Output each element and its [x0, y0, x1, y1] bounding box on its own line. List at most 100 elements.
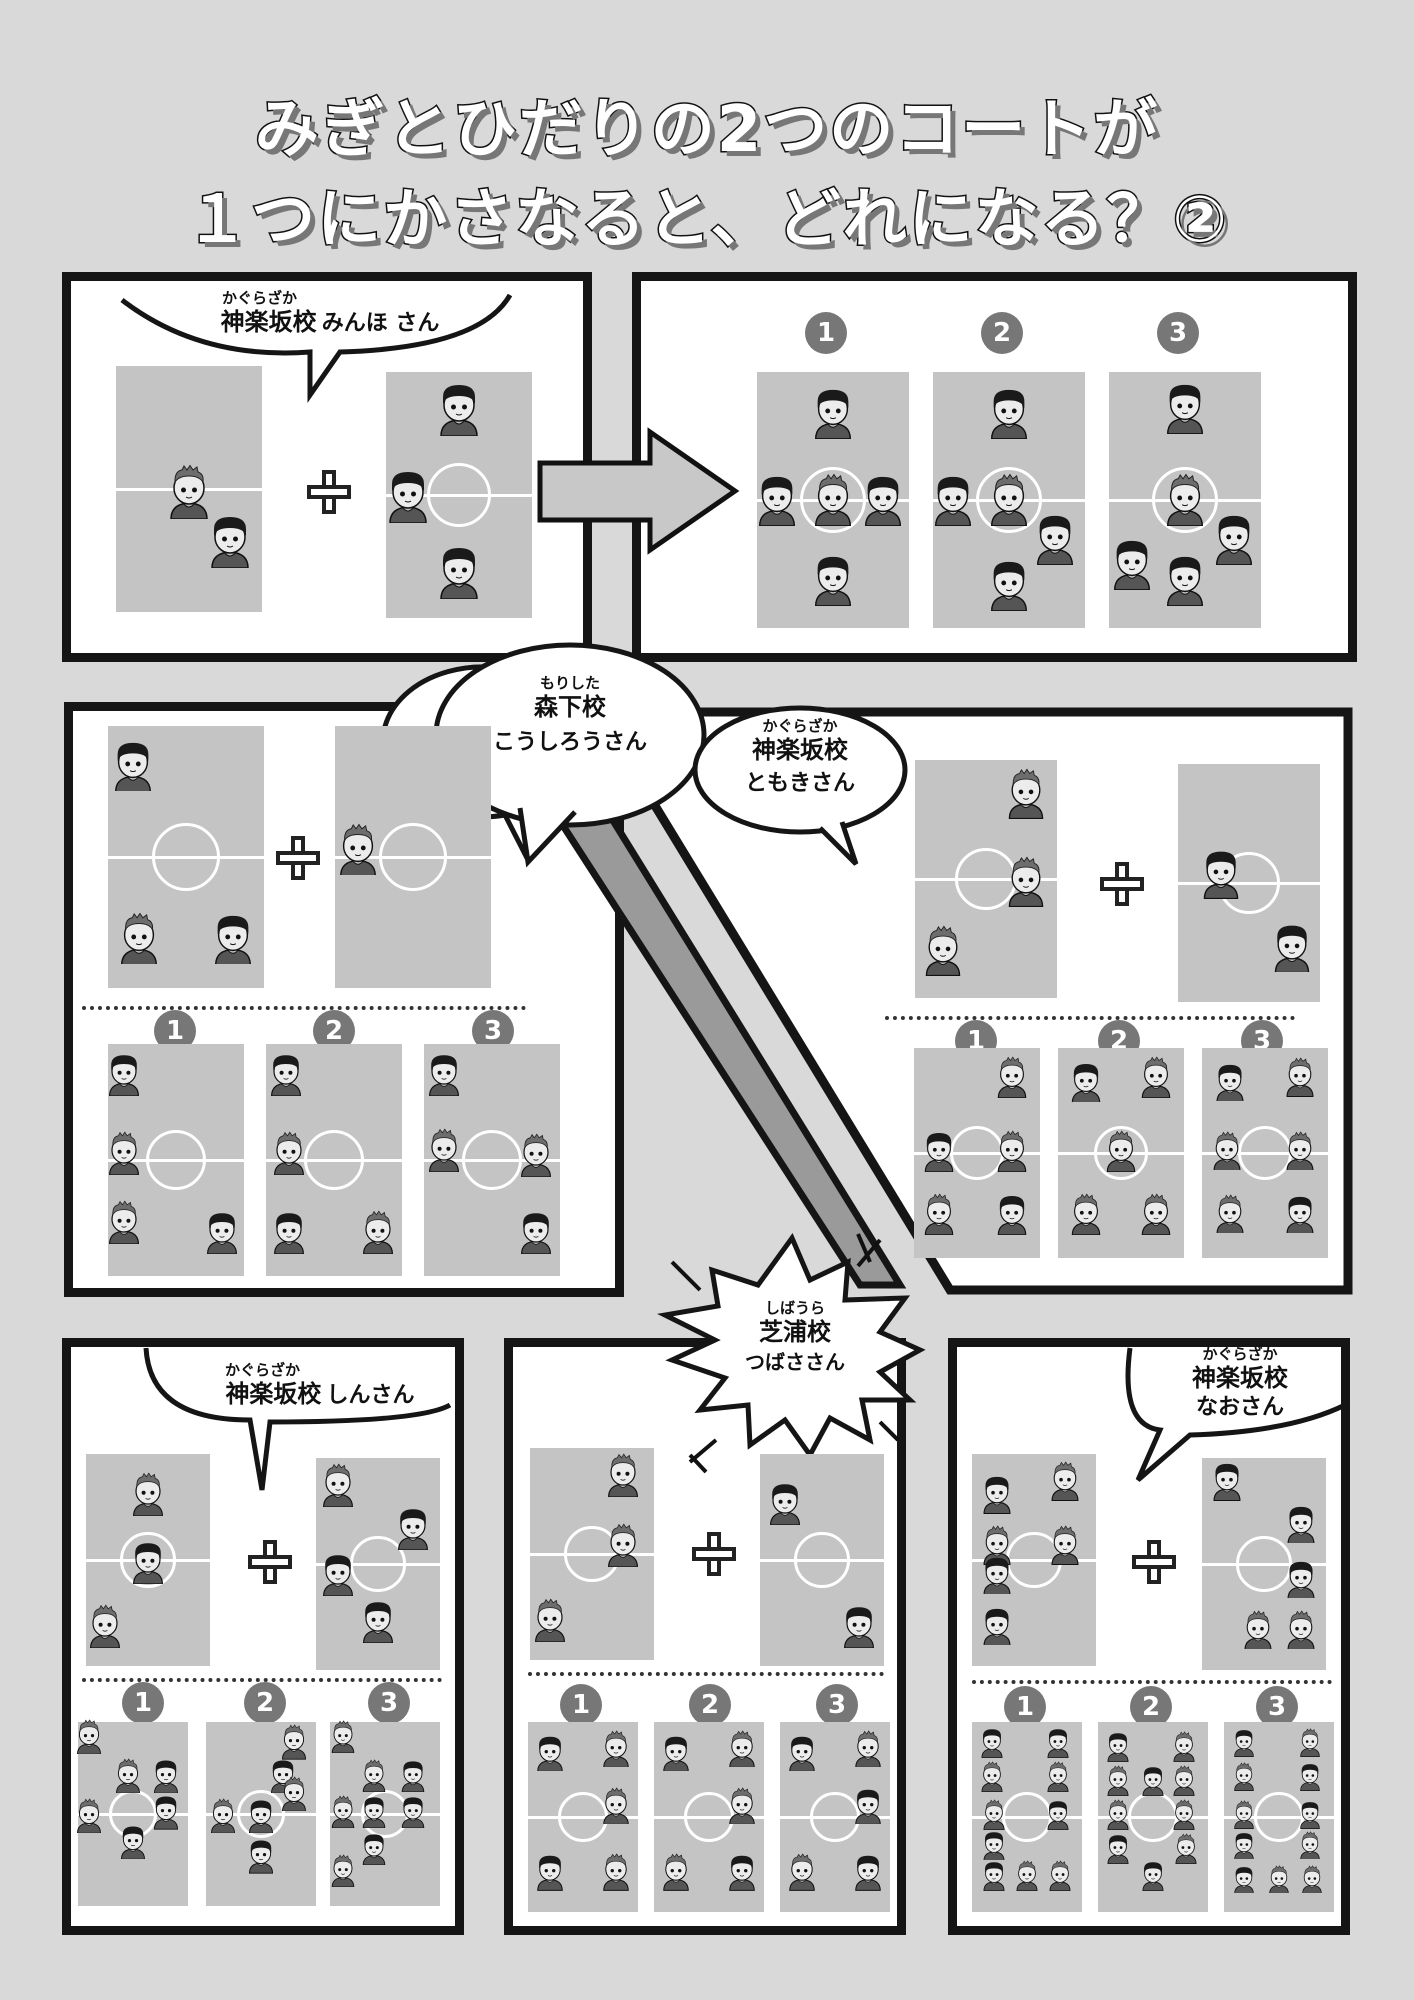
option-badge-1: 1 [560, 1684, 602, 1726]
child-icon [269, 1131, 309, 1175]
child-icon [1170, 1799, 1198, 1830]
option-badge-2: 2 [244, 1682, 286, 1724]
child-icon [725, 1853, 759, 1891]
child-icon [1013, 1860, 1041, 1891]
child-icon [851, 1787, 885, 1825]
child-icon [1231, 1865, 1257, 1894]
court-center-circle [1254, 1792, 1304, 1842]
bubble-2-ruby: もりした [539, 674, 600, 692]
child-icon [1047, 1525, 1083, 1565]
bubble-3-ellipse [692, 705, 908, 835]
child-icon [207, 1798, 239, 1834]
bubble-4-school: 神楽坂校 [225, 1380, 322, 1408]
child-icon [115, 912, 163, 965]
child-icon [112, 1757, 144, 1793]
court-center-circle [350, 1536, 406, 1592]
child-icon [985, 558, 1033, 611]
bubble-1-school: 神楽坂校 [220, 308, 317, 336]
plus-icon [307, 470, 351, 514]
child-icon [73, 1719, 105, 1755]
child-icon [1137, 1193, 1175, 1235]
child-icon [1297, 1728, 1323, 1757]
child-icon [269, 1210, 309, 1254]
arrow-right-icon [537, 427, 740, 555]
child-icon [753, 473, 801, 527]
divider-dotted [972, 1680, 1332, 1684]
child-icon [1139, 1860, 1167, 1891]
bubble-1-shape [120, 293, 513, 403]
plus-icon [248, 1540, 292, 1584]
child-icon [839, 1604, 879, 1648]
court-center-circle [427, 463, 491, 527]
child-icon [533, 1734, 567, 1771]
child-icon [1269, 922, 1315, 973]
child-icon [1297, 1800, 1323, 1829]
child-icon [434, 381, 484, 437]
court-center-circle [120, 1532, 176, 1588]
plus-icon [1132, 1540, 1176, 1584]
child-icon [1102, 1130, 1140, 1172]
child-icon [393, 1506, 433, 1550]
option-badge-1: 1 [1004, 1686, 1046, 1728]
child-icon [1282, 1194, 1318, 1234]
child-icon [205, 513, 255, 569]
child-icon [659, 1734, 693, 1771]
child-icon [603, 1523, 643, 1568]
plus-icon [692, 1532, 736, 1576]
bubble-3-text: かぐらざか 神楽坂校 ともきさん [705, 718, 895, 799]
child-icon [73, 1798, 105, 1834]
child-icon [85, 1604, 125, 1648]
bubble-2-text: もりした 森下校 こうしろうさん [470, 675, 670, 758]
child-icon [1003, 768, 1049, 819]
child-icon [993, 1130, 1031, 1172]
child-icon [1231, 1728, 1257, 1757]
court-center-circle [1093, 1125, 1149, 1181]
court-center-circle [378, 822, 448, 892]
child-icon [1139, 1765, 1167, 1796]
child-icon [1266, 1865, 1292, 1894]
child-icon [929, 473, 977, 527]
child-icon [117, 1824, 149, 1859]
bubble-6-text: かぐらざか 神楽坂校 なおさん [1150, 1346, 1330, 1423]
child-icon [979, 1474, 1015, 1514]
bubble-6-ruby: かぐらざか [1202, 1345, 1278, 1363]
court-center-circle [1151, 466, 1219, 534]
child-icon [328, 1720, 358, 1753]
child-icon [328, 1795, 358, 1829]
court-center-circle [303, 1129, 365, 1191]
child-icon [920, 925, 966, 976]
bubble-4-ruby: かぐらざか [225, 1361, 301, 1379]
option-badge-1: 1 [805, 312, 847, 354]
child-icon [980, 1799, 1008, 1830]
child-icon [1170, 1731, 1198, 1762]
child-icon [209, 912, 257, 965]
bubble-6-shape [1125, 1347, 1347, 1482]
child-icon [1282, 1131, 1318, 1171]
plus-icon [1100, 862, 1144, 906]
bubble-5-school: 芝浦校 [759, 1318, 831, 1346]
child-icon [245, 1838, 277, 1874]
court-center-circle [799, 466, 867, 534]
court-center-circle [145, 1129, 207, 1191]
child-icon [978, 1761, 1006, 1792]
child-icon [659, 1853, 693, 1891]
child-icon [1212, 1062, 1248, 1102]
option-badge-2: 2 [1130, 1686, 1172, 1728]
plus-icon [276, 836, 320, 880]
child-icon [1231, 1831, 1257, 1860]
page-title-line1: みぎとひだりの2つのコートが [253, 92, 1160, 169]
child-icon [1231, 1762, 1257, 1791]
child-icon [1210, 512, 1258, 565]
page-title-line2: １つにかさなると、どれになる？② [184, 182, 1229, 259]
child-icon [1104, 1731, 1132, 1762]
child-icon [359, 1758, 389, 1792]
child-icon [104, 1200, 144, 1245]
child-icon [1161, 381, 1209, 435]
bubble-3-name: ともきさん [744, 771, 855, 796]
court-center-circle [1236, 1536, 1292, 1592]
bubble-1-name: みんほ さん [321, 311, 440, 336]
divider-dotted [82, 1678, 442, 1682]
bubble-5-name: つばささん [745, 1350, 845, 1374]
bubble-3-tail [818, 821, 859, 866]
child-icon [1212, 1194, 1248, 1234]
